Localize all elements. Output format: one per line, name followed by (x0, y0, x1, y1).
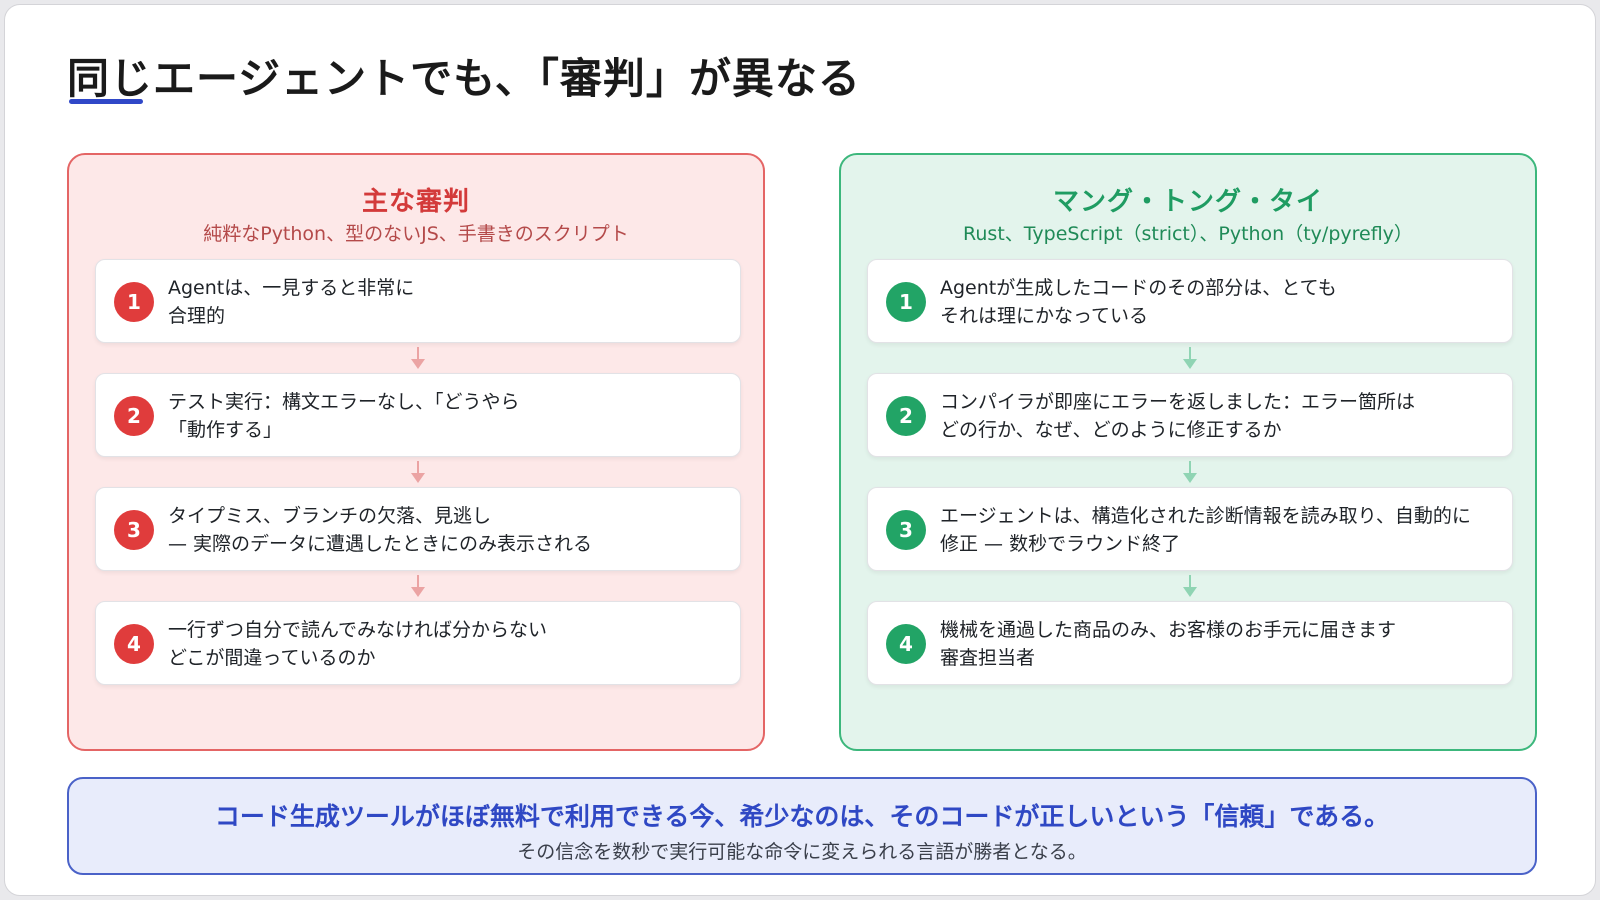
step-text: テスト実行：構文エラーなし、「どうやら 「動作する」 (168, 388, 730, 444)
step-text-line1: タイプミス、ブランチの欠落、見逃し (168, 505, 492, 527)
step-text-line2: 修正 — 数秒でラウンド終了 (940, 533, 1181, 555)
down-arrow-icon (411, 347, 425, 371)
step-text-line2: — 実際のデータに遭遇したときにのみ表示される (168, 533, 593, 555)
conclusion-callout: コード生成ツールがほぼ無料で利用できる今、希少なのは、そのコードが正しいという「… (67, 777, 1537, 875)
step-number-badge: 2 (886, 396, 926, 436)
down-arrow-icon (1183, 347, 1197, 371)
step-text-line1: Agentは、一見すると非常に (168, 277, 415, 299)
step-card-1: 1 Agentが生成したコードのその部分は、とても それは理にかなっている (867, 259, 1513, 343)
step-number-badge: 1 (886, 282, 926, 322)
down-arrow-icon (411, 461, 425, 485)
step-text-line2: 合理的 (168, 305, 226, 327)
step-text-line2: それは理にかなっている (940, 305, 1149, 327)
conclusion-sub-text: その信念を数秒で実行可能な命令に変えられる言語が勝者となる。 (517, 841, 1087, 863)
step-number-badge: 4 (114, 624, 154, 664)
panel-main-referee: 主な審判 純粋なPython、型のないJS、手書きのスクリプト 1 Agentは… (67, 153, 765, 751)
step-text: タイプミス、ブランチの欠落、見逃し — 実際のデータに遭遇したときにのみ表示され… (168, 502, 730, 558)
step-number-badge: 1 (114, 282, 154, 322)
step-text-line2: どの行か、なぜ、どのように修正するか (940, 419, 1282, 441)
conclusion-main-text: コード生成ツールがほぼ無料で利用できる今、希少なのは、そのコードが正しいという「… (214, 802, 1390, 831)
step-text: 機械を通過した商品のみ、お客様のお手元に届きます 審査担当者 (940, 616, 1502, 672)
step-text-line1: 一行ずつ自分で読んでみなければ分からない (168, 619, 548, 641)
step-text: Agentが生成したコードのその部分は、とても それは理にかなっている (940, 274, 1502, 330)
step-card-2: 2 コンパイラが即座にエラーを返しました：エラー箇所は どの行か、なぜ、どのよう… (867, 373, 1513, 457)
step-card-1: 1 Agentは、一見すると非常に 合理的 (95, 259, 741, 343)
panel-title: 主な審判 (361, 187, 470, 217)
down-arrow-icon (1183, 575, 1197, 599)
step-text-line2: どこが間違っているのか (168, 647, 376, 669)
down-arrow-icon (1183, 461, 1197, 485)
step-number-badge: 2 (114, 396, 154, 436)
down-arrow-icon (411, 575, 425, 599)
step-card-3: 3 タイプミス、ブランチの欠落、見逃し — 実際のデータに遭遇したときにのみ表示… (95, 487, 741, 571)
step-text: Agentは、一見すると非常に 合理的 (168, 274, 730, 330)
panel-subtitle: Rust、TypeScript（strict）、Python（ty/pyrefl… (963, 223, 1413, 245)
step-text-line1: 機械を通過した商品のみ、お客様のお手元に届きます (940, 619, 1397, 641)
step-card-4: 4 一行ずつ自分で読んでみなければ分からない どこが間違っているのか (95, 601, 741, 685)
step-text-line1: テスト実行：構文エラーなし、「どうやら (168, 391, 520, 413)
panel-title: マング・トング・タイ (1052, 187, 1323, 217)
panel-subtitle: 純粋なPython、型のないJS、手書きのスクリプト (203, 223, 629, 245)
step-text-line2: 審査担当者 (940, 647, 1036, 669)
step-card-3: 3 エージェントは、構造化された診断情報を読み取り、自動的に 修正 — 数秒でラ… (867, 487, 1513, 571)
step-number-badge: 3 (886, 510, 926, 550)
step-text: 一行ずつ自分で読んでみなければ分からない どこが間違っているのか (168, 616, 730, 672)
step-text-line1: エージェントは、構造化された診断情報を読み取り、自動的に (940, 505, 1471, 527)
step-number-badge: 3 (114, 510, 154, 550)
step-text-line1: Agentが生成したコードのその部分は、とても (940, 277, 1337, 299)
panel-strict-typing: マング・トング・タイ Rust、TypeScript（strict）、Pytho… (839, 153, 1537, 751)
step-text-line1: コンパイラが即座にエラーを返しました：エラー箇所は (940, 391, 1416, 413)
step-number-badge: 4 (886, 624, 926, 664)
title-underline (69, 99, 143, 104)
step-text-line2: 「動作する」 (168, 419, 283, 441)
step-text: エージェントは、構造化された診断情報を読み取り、自動的に 修正 — 数秒でラウン… (940, 502, 1502, 558)
step-card-4: 4 機械を通過した商品のみ、お客様のお手元に届きます 審査担当者 (867, 601, 1513, 685)
page-title: 同じエージェントでも、「審判」が異なる (67, 54, 861, 103)
slide: 同じエージェントでも、「審判」が異なる 主な審判 純粋なPython、型のないJ… (4, 4, 1596, 896)
step-card-2: 2 テスト実行：構文エラーなし、「どうやら 「動作する」 (95, 373, 741, 457)
step-text: コンパイラが即座にエラーを返しました：エラー箇所は どの行か、なぜ、どのように修… (940, 388, 1502, 444)
